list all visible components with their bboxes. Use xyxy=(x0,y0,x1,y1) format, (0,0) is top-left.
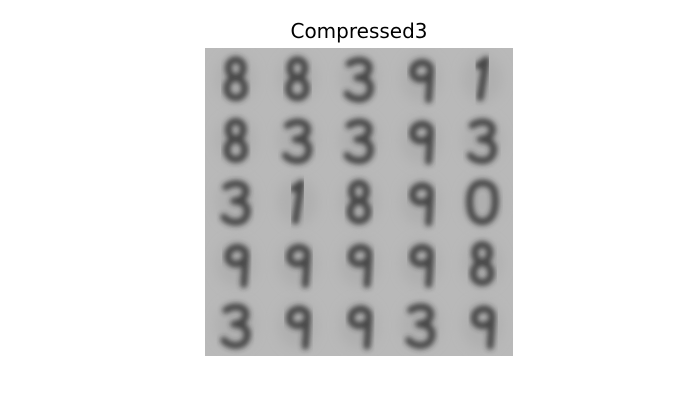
digit-stroke xyxy=(474,56,490,102)
digit-cell xyxy=(277,301,318,350)
digit-stroke xyxy=(347,243,373,289)
digit-stroke xyxy=(223,117,249,163)
digit-stroke xyxy=(347,305,373,350)
digit-stroke xyxy=(343,118,374,165)
digit-stroke xyxy=(223,56,249,102)
digit-stroke xyxy=(409,120,435,165)
digit-stroke xyxy=(469,241,495,287)
digit-stroke xyxy=(470,305,496,350)
digit-stroke xyxy=(343,56,374,103)
digit-cell xyxy=(462,239,503,288)
digit-stroke xyxy=(284,56,310,102)
digit-stroke xyxy=(220,180,251,226)
digit-stroke xyxy=(289,179,305,225)
digit-cell xyxy=(339,239,379,289)
digit-cell xyxy=(400,54,441,104)
digit-stroke xyxy=(405,303,436,349)
digit-cell xyxy=(339,178,379,226)
figure-title: Compressed3 xyxy=(290,19,428,43)
digit-cell xyxy=(462,54,503,103)
digit-cell xyxy=(400,239,441,289)
compressed-digit-grid-image xyxy=(205,48,513,356)
digit-cell xyxy=(277,178,318,226)
digit-stroke xyxy=(346,179,372,225)
digit-stroke xyxy=(285,305,311,350)
digit-stroke xyxy=(281,118,313,165)
digit-stroke xyxy=(224,243,250,289)
digit-stroke xyxy=(285,243,311,289)
digit-stroke xyxy=(466,118,498,165)
digit-stroke xyxy=(466,179,499,226)
digit-stroke xyxy=(220,303,251,349)
digit-cell xyxy=(462,116,503,165)
digit-cell xyxy=(400,301,441,350)
digit-cell xyxy=(339,301,379,350)
digit-cell xyxy=(277,54,318,103)
digit-cell xyxy=(215,178,256,226)
digit-stroke xyxy=(409,182,435,227)
digit-cell xyxy=(277,116,318,165)
digit-cell xyxy=(462,178,503,226)
digit-cell xyxy=(277,239,318,289)
digit-stroke xyxy=(409,243,435,289)
digit-cell xyxy=(215,116,256,165)
digit-cell xyxy=(400,116,441,165)
digit-cell xyxy=(215,239,256,289)
digit-stroke xyxy=(409,59,435,104)
digit-cell xyxy=(400,178,441,227)
digit-cell xyxy=(215,301,256,350)
digit-cell xyxy=(462,301,503,350)
digit-cell xyxy=(215,54,256,103)
digit-cell xyxy=(339,54,379,103)
digit-cell xyxy=(339,116,379,165)
